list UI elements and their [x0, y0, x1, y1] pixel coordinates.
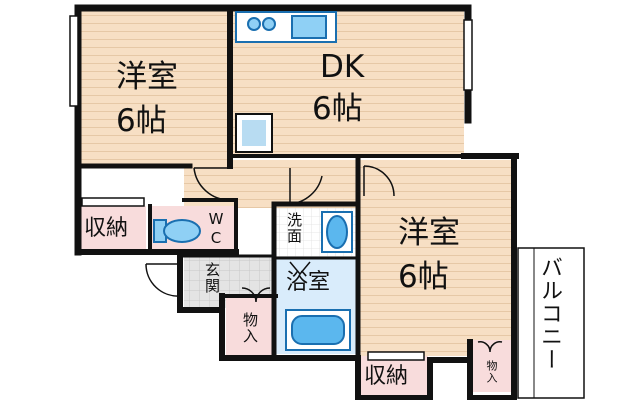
closet-right-label: 物入	[485, 360, 498, 384]
west-room-name: 洋室	[116, 59, 178, 95]
closet-left-floor	[226, 296, 276, 356]
dk-name: DK	[320, 49, 365, 85]
bathtub	[285, 309, 351, 351]
walls	[74, 4, 519, 400]
bathroom-label: 浴室	[286, 270, 331, 295]
west-room-size: 6帖	[116, 103, 167, 139]
east-room-name: 洋室	[398, 215, 460, 251]
west-room-floor	[78, 10, 230, 166]
window-marks	[69, 15, 473, 361]
kitchen-counter	[235, 11, 337, 43]
door-swings	[145, 165, 503, 353]
storage-south-floor	[358, 356, 428, 396]
east-room-floor	[360, 160, 514, 356]
wc-label: WC	[207, 210, 225, 248]
washbasin	[321, 211, 353, 253]
closet-right-floor	[472, 340, 512, 392]
closet-left-label: 物入	[241, 312, 259, 344]
dk-size: 6帖	[312, 91, 363, 127]
toilet	[153, 219, 201, 243]
storage-west-label: 収納	[84, 216, 129, 241]
storage-south-label: 収納	[364, 364, 409, 389]
entrance-label: 玄関	[203, 262, 221, 294]
storage-west-floor	[78, 206, 146, 250]
balcony-label: バルコニー	[537, 256, 562, 371]
east-room-size: 6帖	[398, 259, 449, 295]
washroom-label: 洗面	[285, 212, 303, 244]
balcony-floor	[517, 247, 585, 399]
